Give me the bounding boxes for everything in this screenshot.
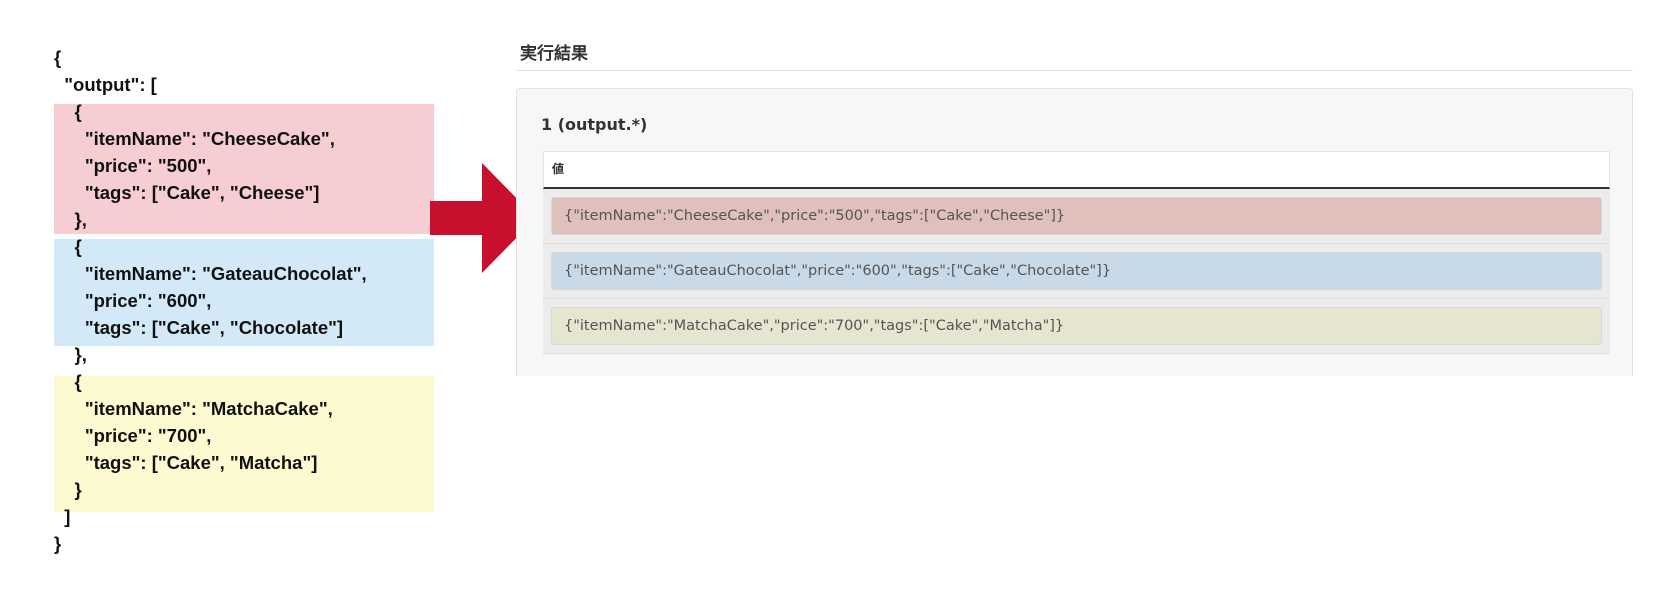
code-line: "itemName": "GateauChocolat", (54, 263, 367, 284)
result-section: 実行結果 1 (output.*) 値 {"itemName":"CheeseC… (516, 38, 1633, 376)
value-cell[interactable]: {"itemName":"GateauChocolat","price":"60… (551, 252, 1602, 290)
column-header-value: 値 (543, 151, 1610, 189)
code-line: "tags": ["Cake", "Cheese"] (54, 182, 320, 203)
value-cell[interactable]: {"itemName":"MatchaCake","price":"700","… (551, 307, 1602, 345)
result-heading: 実行結果 (516, 38, 1633, 71)
code-line: "price": "700", (54, 425, 212, 446)
code-line: "itemName": "CheeseCake", (54, 128, 335, 149)
code-line: "tags": ["Cake", "Matcha"] (54, 452, 318, 473)
code-line: ] (54, 506, 71, 527)
json-code-lines: { "output": [ { "itemName": "CheeseCake"… (54, 44, 434, 557)
highlight-item-2 (54, 239, 434, 346)
table-row: {"itemName":"CheeseCake","price":"500","… (543, 189, 1610, 244)
code-line: }, (54, 344, 87, 365)
value-cell[interactable]: {"itemName":"CheeseCake","price":"500","… (551, 197, 1602, 235)
code-line: "itemName": "MatchaCake", (54, 398, 333, 419)
code-line: "output": [ (54, 74, 157, 95)
code-line: "tags": ["Cake", "Chocolate"] (54, 317, 344, 338)
arrow-shape (430, 163, 536, 273)
code-line: { (54, 371, 82, 392)
code-line: "price": "500", (54, 155, 212, 176)
highlight-item-1 (54, 104, 434, 234)
code-line: { (54, 101, 82, 122)
code-line: } (54, 479, 82, 500)
code-line: } (54, 533, 62, 554)
table-row: {"itemName":"GateauChocolat","price":"60… (543, 244, 1610, 299)
result-table: 値 {"itemName":"CheeseCake","price":"500"… (543, 151, 1610, 354)
right-arrow-icon (430, 163, 536, 273)
code-line: { (54, 47, 62, 68)
json-source-panel: { "output": [ { "itemName": "CheeseCake"… (54, 44, 434, 557)
highlight-item-3 (54, 376, 434, 512)
result-subheading: 1 (output.*) (541, 115, 648, 134)
code-line: { (54, 236, 82, 257)
table-row: {"itemName":"MatchaCake","price":"700","… (543, 299, 1610, 354)
result-card: 1 (output.*) 値 {"itemName":"CheeseCake",… (516, 88, 1633, 376)
code-line: "price": "600", (54, 290, 212, 311)
code-line: }, (54, 209, 87, 230)
